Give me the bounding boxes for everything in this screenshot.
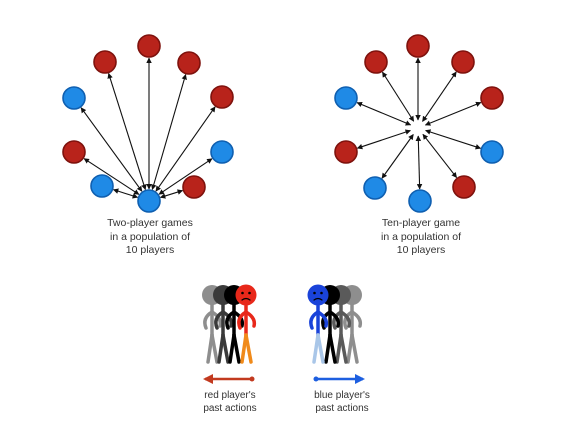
caption-line: in a population of xyxy=(110,230,190,243)
interaction-arrow xyxy=(158,158,213,195)
interaction-arrow xyxy=(356,129,411,150)
red-player-node xyxy=(182,175,206,199)
blue-player-node xyxy=(334,86,358,110)
interaction-arrow xyxy=(155,106,216,192)
blue-player-caption: blue player's past actions xyxy=(292,390,392,415)
blue-player-node xyxy=(137,189,161,213)
stick-figure-red-front xyxy=(235,284,257,364)
stick-figure-gray-back xyxy=(202,285,223,364)
two-player-caption: Two-player games in a population of 10 p… xyxy=(95,217,205,258)
caption-line: 10 players xyxy=(396,244,446,256)
interaction-arrow xyxy=(424,101,482,126)
stick-figure-blue-front xyxy=(307,284,329,364)
caption-line: red player's xyxy=(204,390,256,401)
caption-line: past actions xyxy=(315,402,369,414)
interaction-arrow xyxy=(83,158,140,195)
red-player-node xyxy=(452,175,476,199)
blue-player-node xyxy=(363,176,387,200)
ten-player-caption: Ten-player game in a population of 10 pl… xyxy=(361,217,481,258)
red-player-node xyxy=(62,140,86,164)
interaction-arrow xyxy=(422,133,458,178)
interaction-arrow xyxy=(415,135,423,190)
red-player-node xyxy=(406,34,430,58)
interaction-arrow xyxy=(107,72,147,191)
red-player-node xyxy=(451,50,475,74)
blue-player-node xyxy=(210,140,234,164)
blue-player-node xyxy=(480,140,504,164)
red-player-node xyxy=(364,50,388,74)
interaction-arrow xyxy=(356,101,412,126)
caption-line: blue player's xyxy=(314,390,370,401)
caption-line: in a population of xyxy=(381,230,461,243)
interaction-arrow xyxy=(381,134,414,179)
blue-player-past-actions-group xyxy=(307,284,365,384)
red-player-node xyxy=(480,86,504,110)
red-arrow-tail-dot xyxy=(249,376,255,382)
caption-line: past actions xyxy=(203,402,257,414)
caption-line: Two-player games xyxy=(107,217,193,229)
two-player-network xyxy=(62,34,234,213)
red-player-node xyxy=(334,140,358,164)
interaction-arrow xyxy=(112,188,139,199)
blue-player-node xyxy=(408,189,432,213)
red-player-node xyxy=(93,50,117,74)
interaction-arrow xyxy=(425,129,482,150)
caption-line: 10 players xyxy=(125,244,175,256)
blue-player-node xyxy=(90,174,114,198)
red-player-node xyxy=(137,34,161,58)
red-player-caption: red player's past actions xyxy=(180,390,280,415)
blue-player-node xyxy=(62,86,86,110)
ten-player-network xyxy=(334,34,504,213)
interaction-arrow xyxy=(159,189,184,199)
red-player-node xyxy=(177,51,201,75)
blue-arrow-tail-dot xyxy=(313,376,319,382)
red-player-past-actions-group xyxy=(202,284,257,384)
caption-line: Ten-player game xyxy=(381,217,461,229)
red-player-node xyxy=(210,85,234,109)
interaction-arrow xyxy=(381,71,415,122)
